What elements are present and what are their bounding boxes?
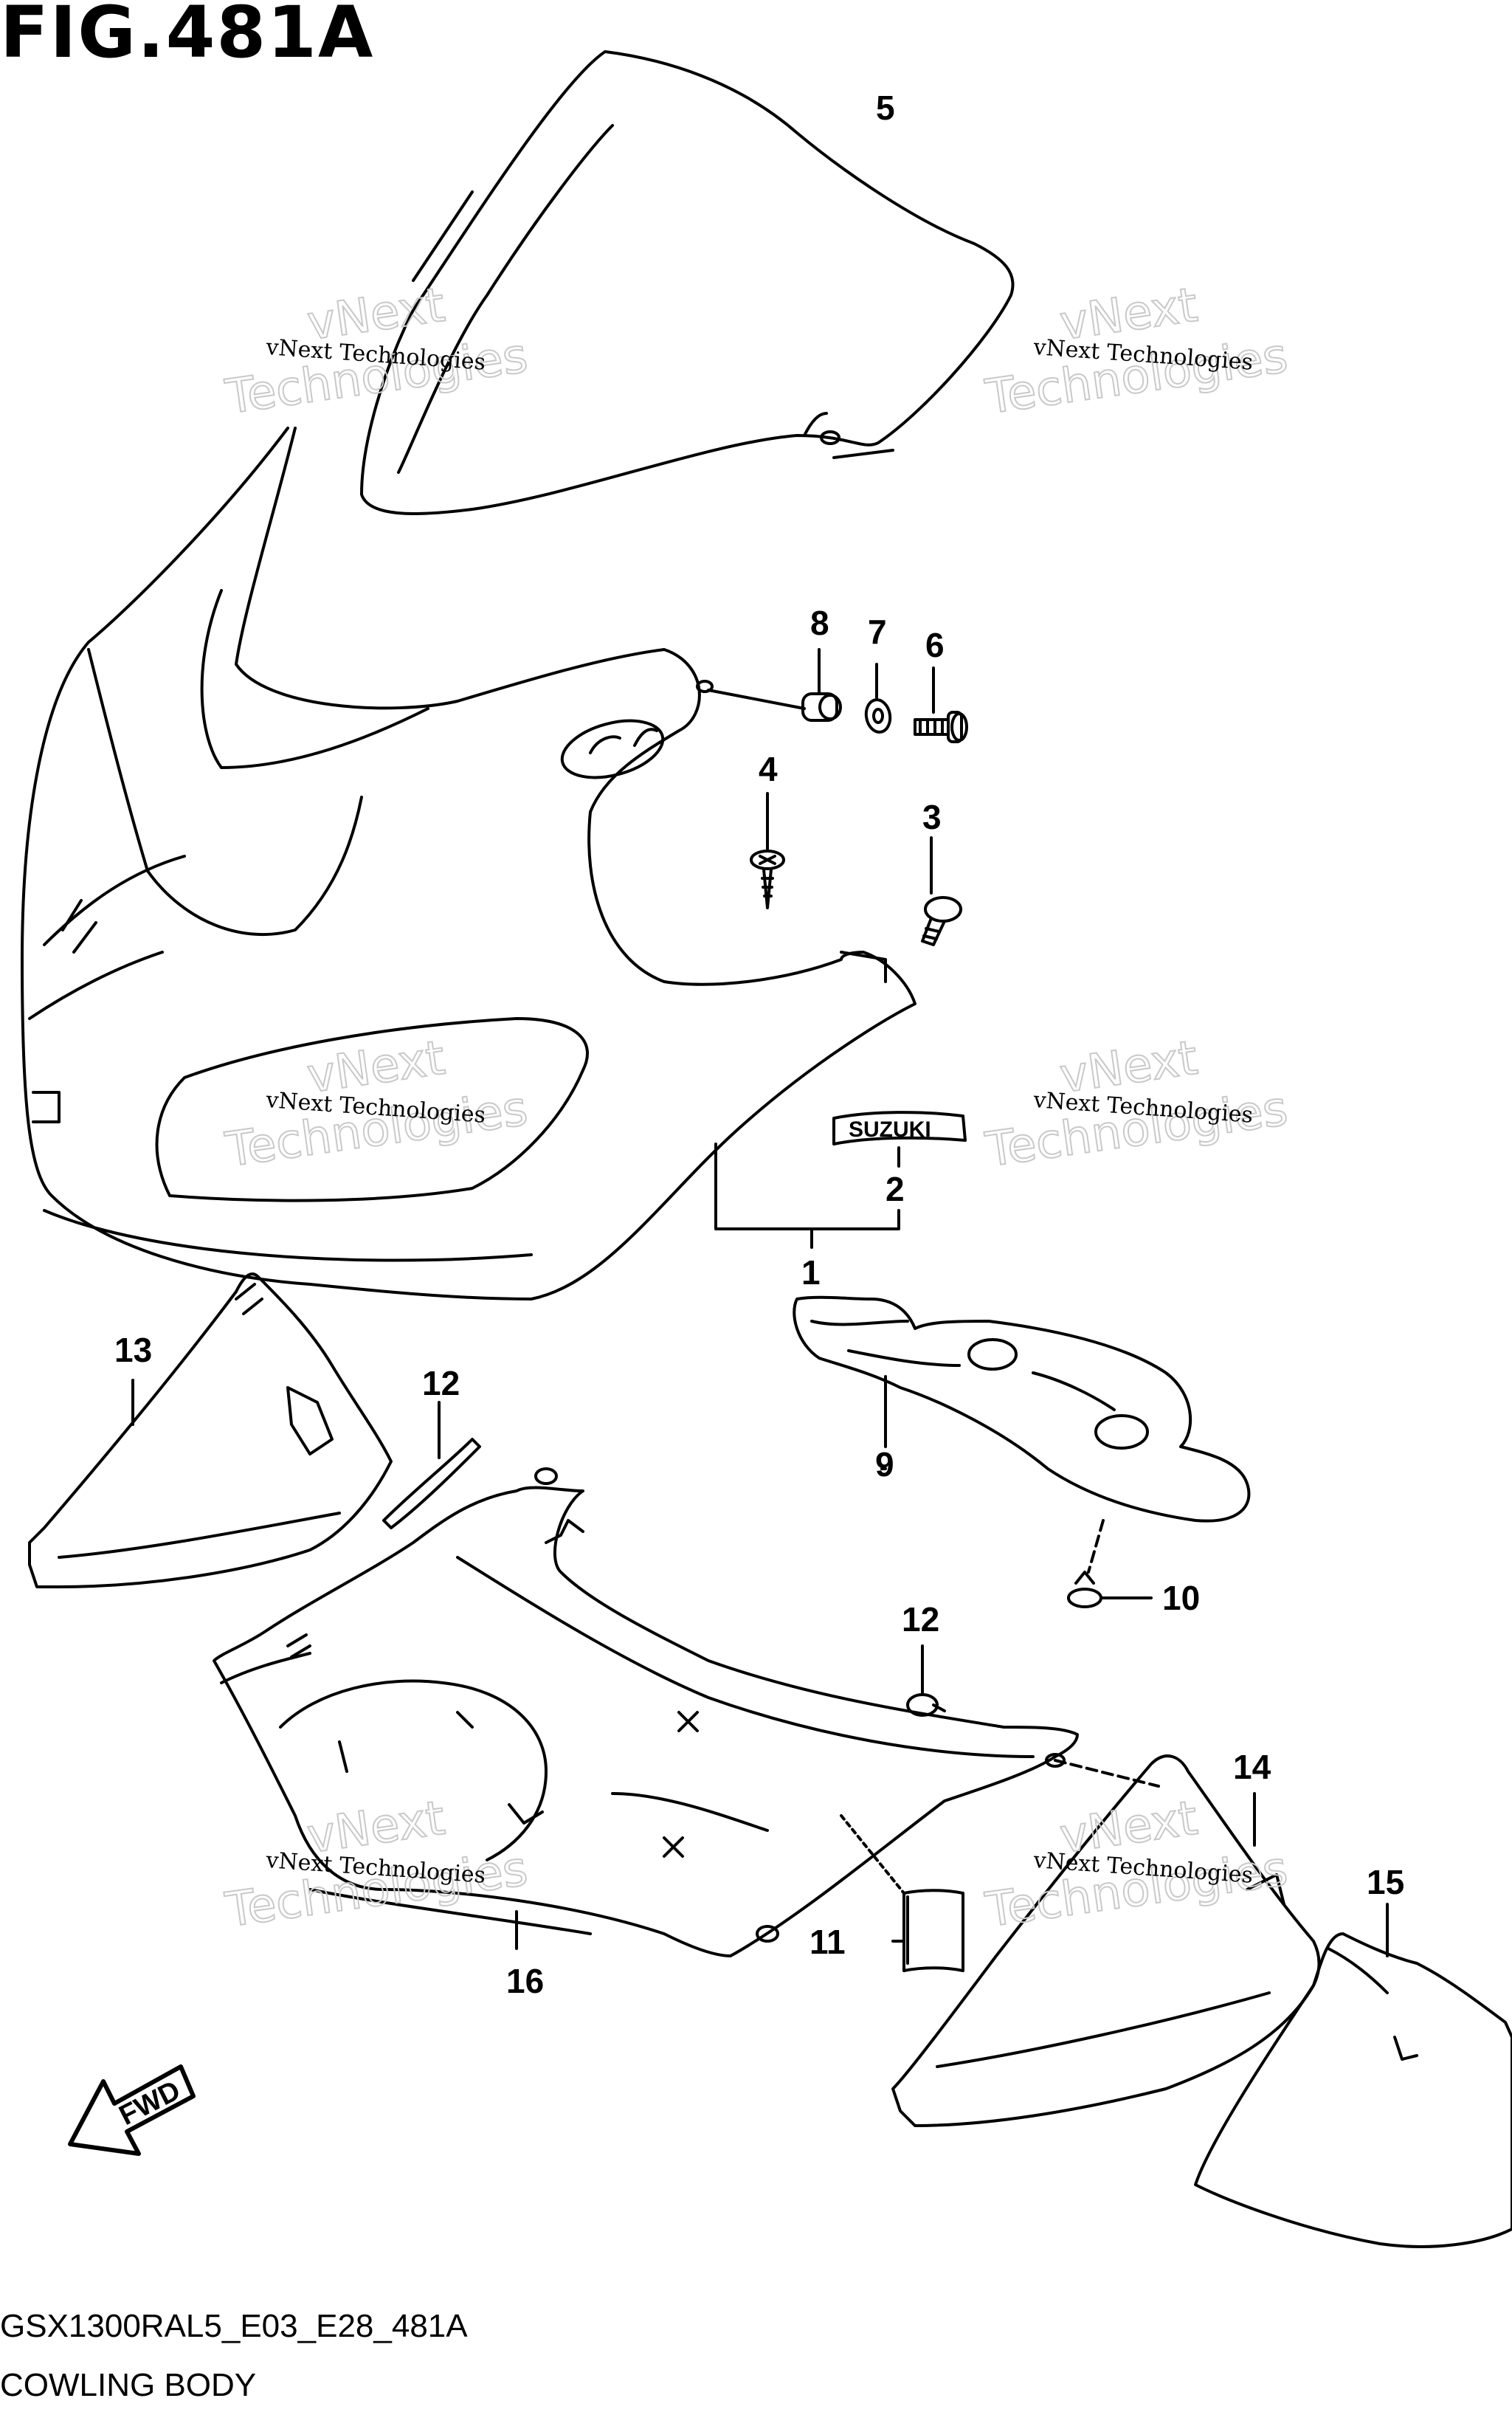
fwd-arrow-icon [68,2064,196,2156]
callout-11: 16 [506,1962,544,2000]
side-panel-part-14 [28,1272,393,1588]
callout-3: 3 [922,798,942,836]
washer-part-7 [864,663,892,734]
callout-8: 8 [810,604,829,642]
callout-6: 6 [925,626,945,664]
bushing-part-8 [801,648,842,722]
callout-12-lower: 11 [809,1923,846,1961]
callout-15: 14 [1233,1748,1271,1786]
callout-4: 4 [759,750,778,788]
side-cover-part-16 [1194,1903,1512,2248]
fastener-part-13 [906,1644,946,1717]
suzuki-emblem-text: SUZUKI [849,1117,931,1142]
figure-title: FIG.481A [0,0,375,74]
strip-part-12-upper [382,1401,481,1529]
upper-cowling-part-1 [21,427,916,1300]
bolt-part-3 [921,836,962,946]
lower-cowling-part-11 [213,1467,1160,1957]
callout-13: 12 [902,1600,939,1639]
figure-name: COWLING BODY [0,2367,257,2403]
callout-1: 1 [801,1253,821,1292]
pad-part-12-lower [840,1814,964,1972]
clip-part-10 [1067,1571,1153,1608]
callout-9: 9 [875,1445,894,1484]
inner-panel-part-9 [793,1295,1251,1574]
callout-16: 15 [1367,1863,1404,1901]
callout-bracket-1 [714,1143,900,1249]
callout-10: 10 [1162,1579,1200,1617]
side-panel-part-15 [891,1754,1321,2127]
windscreen-part-5 [360,50,1015,515]
callout-12-upper: 12 [422,1364,460,1402]
callout-5: 5 [876,89,895,127]
screw-part-6 [914,666,968,743]
callout-14: 13 [114,1331,152,1369]
emblem-part-2 [832,1111,967,1168]
callout-7: 7 [868,613,887,651]
figure-code: GSX1300RAL5_E03_E28_481A [0,2308,468,2344]
tapping-screw-part-4 [750,792,785,909]
watermark-group: vNext Technologies vNext Technologies vN… [221,278,1291,1939]
callout-2: 2 [886,1170,905,1208]
